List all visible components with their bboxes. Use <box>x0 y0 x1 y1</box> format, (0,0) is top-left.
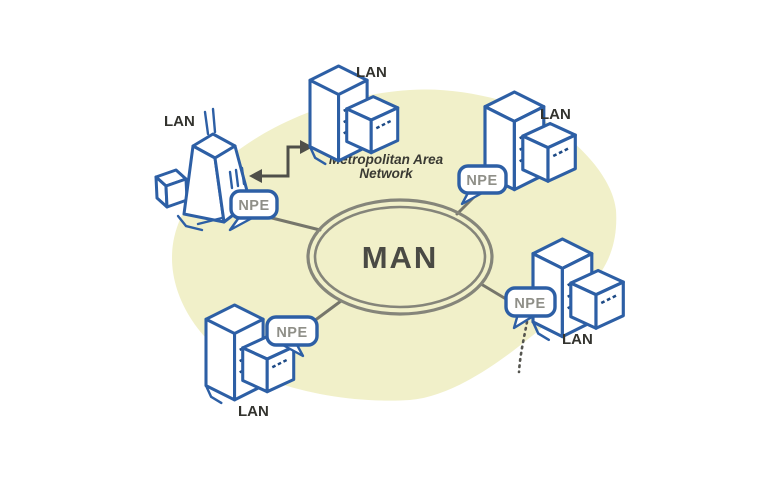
metropolitan-area-network-caption: Metropolitan Area Network <box>329 152 444 181</box>
lan-label-top-left: LAN <box>164 113 195 130</box>
lan-label-right: LAN <box>540 106 571 123</box>
caption-line-2: Network <box>359 166 414 181</box>
man-ring <box>306 198 494 316</box>
npe-label-bottom-right: NPE <box>514 296 545 312</box>
npe-label-top-right: NPE <box>466 173 497 189</box>
npe-box-left: NPE <box>228 189 279 232</box>
double-arrow-icon <box>249 140 313 183</box>
lan-label-bottom-left: LAN <box>238 403 269 420</box>
lan-label-bottom-right: LAN <box>562 331 593 348</box>
dotted-link-line <box>517 320 529 374</box>
npe-box-top-right: NPE <box>457 164 508 206</box>
npe-label-bottom-left: NPE <box>276 325 307 341</box>
connector-left-npe <box>266 215 322 232</box>
npe-box-bottom-right: NPE <box>504 286 557 330</box>
lan-label-top: LAN <box>356 64 387 81</box>
caption-line-1: Metropolitan Area <box>329 152 444 167</box>
connector-bottom-right-npe <box>479 282 508 301</box>
npe-box-bottom-left: NPE <box>265 315 319 358</box>
npe-label-left: NPE <box>238 198 269 214</box>
man-label: MAN <box>362 240 439 275</box>
